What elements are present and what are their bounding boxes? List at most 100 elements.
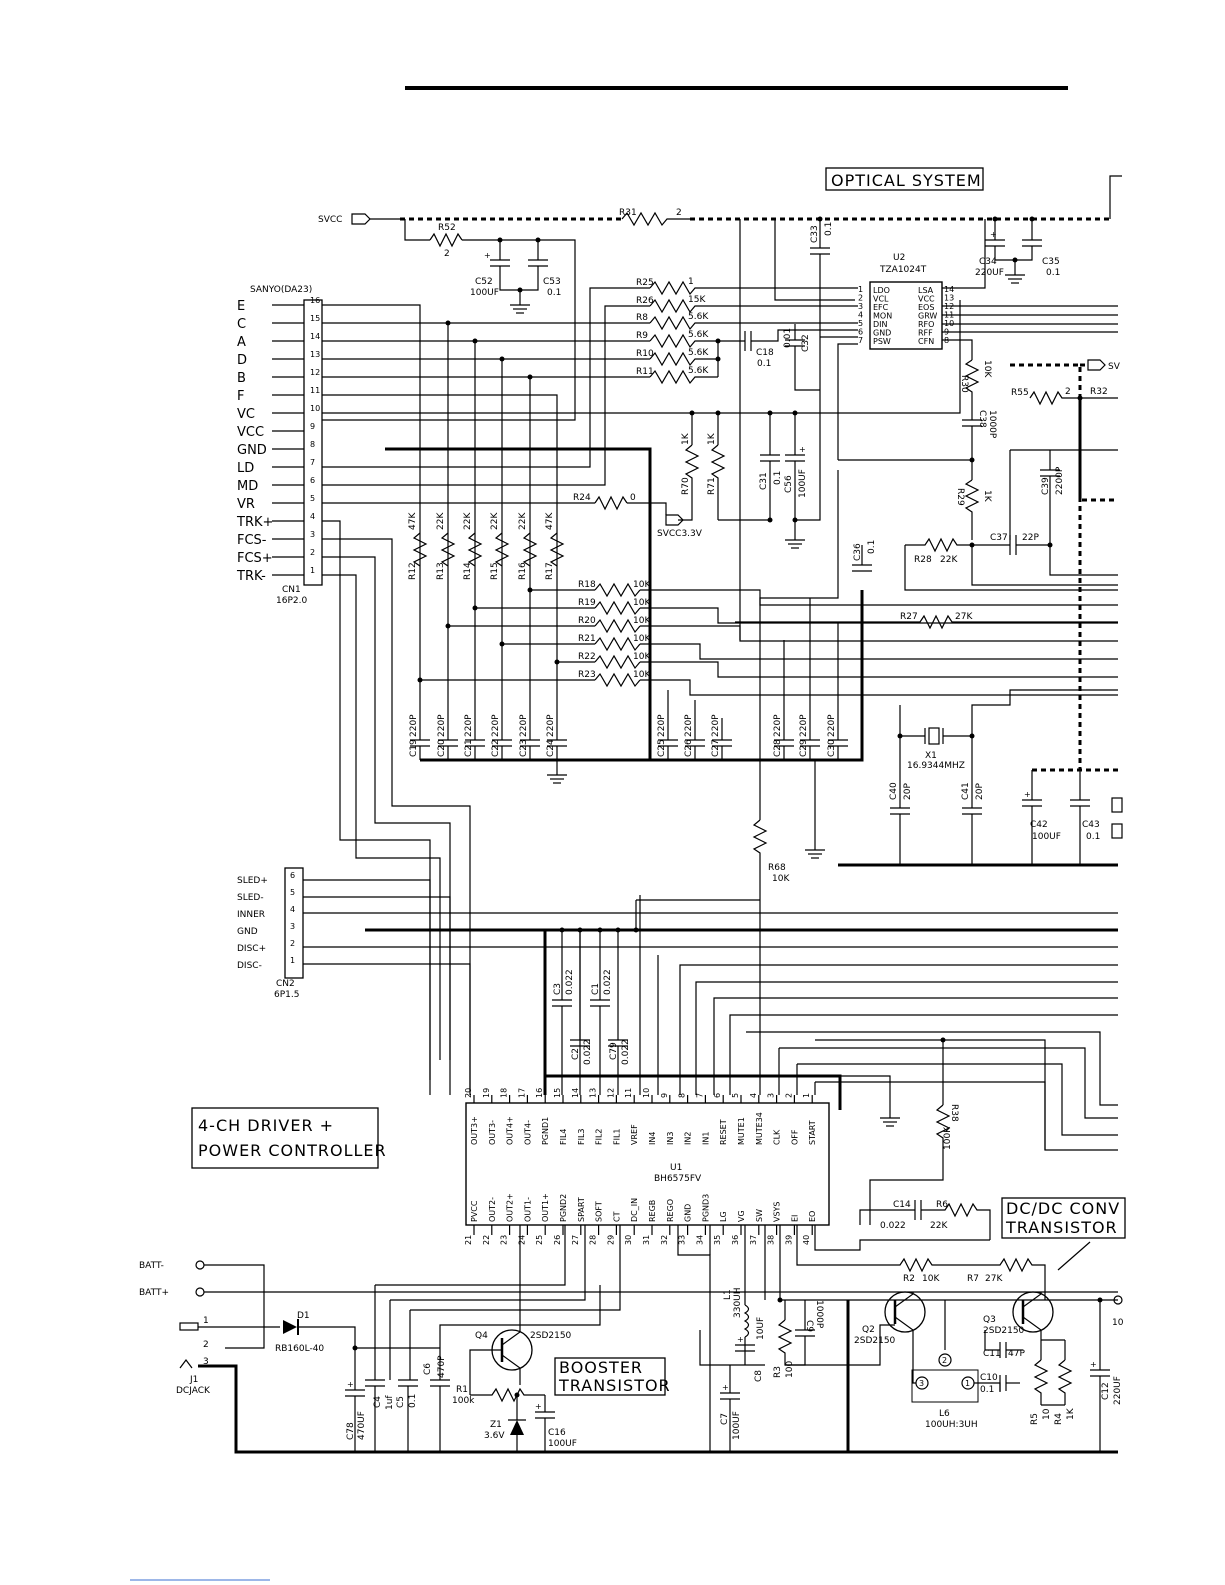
- u1-pin-number: 35: [713, 1235, 722, 1245]
- u1-pin-name: EI: [790, 1215, 799, 1222]
- svg-text:+: +: [1024, 790, 1031, 799]
- svg-text:Q2: Q2: [862, 1325, 875, 1335]
- resistor-r52: R52 2: [429, 223, 463, 259]
- u1-pin-number: 38: [767, 1235, 776, 1245]
- u1-pin-number: 31: [642, 1235, 651, 1245]
- capacitor-c31: C31 0.1: [759, 454, 783, 490]
- resistor-value: 10K: [633, 652, 651, 662]
- u1-pin-name: SW: [755, 1209, 764, 1222]
- transistor-q3: Q3 2SD2150: [983, 1291, 1054, 1340]
- capacitor-c2: C2 0.022: [570, 1039, 593, 1065]
- svg-text:0.1: 0.1: [824, 222, 834, 236]
- resistor-ref: R21: [578, 634, 596, 644]
- u1-pin-name: FIL3: [577, 1128, 586, 1145]
- svg-text:1: 1: [965, 1379, 970, 1388]
- u1-pin-name: VSYS: [773, 1201, 782, 1222]
- svg-text:+: +: [737, 1335, 744, 1344]
- svg-text:CN1: CN1: [282, 585, 301, 595]
- u1-pin-number: 23: [500, 1235, 509, 1245]
- resistor-r38: R38 100K: [935, 1104, 959, 1160]
- svg-text:470UF: 470UF: [357, 1411, 367, 1440]
- diode-d1: D1 RB160L-40: [275, 1311, 356, 1390]
- u1-pin-number: 21: [464, 1235, 473, 1245]
- zener-z1: Z1 3.6V: [484, 1395, 526, 1452]
- capacitor-ref: C30: [827, 739, 837, 757]
- svg-text:R28: R28: [914, 555, 932, 565]
- svg-text:R38: R38: [949, 1104, 959, 1122]
- u1-pin-name: OUT4+: [506, 1116, 515, 1145]
- u1-pin-name: OUT4-: [523, 1120, 532, 1145]
- inductor-l1: L1 330UH: [723, 1287, 750, 1338]
- u2-pin-number: 13: [944, 294, 954, 303]
- u1-pin-name: OUT2-: [488, 1197, 497, 1222]
- u1-pin-name: FIL2: [595, 1128, 604, 1145]
- svg-text:2200P: 2200P: [1055, 466, 1065, 495]
- connector-cn2: CN2 6P1.5 SLED+6SLED-5INNER4GND3DISC+2DI…: [237, 867, 304, 1000]
- cn1-pin-number: 15: [310, 314, 320, 323]
- resistor-r8: R8 5.6K: [636, 312, 858, 331]
- u2-pin-name: LSA: [918, 286, 934, 295]
- capacitor-c33: C33 0.1: [810, 222, 834, 255]
- svg-text:TZA1024T: TZA1024T: [879, 265, 927, 275]
- svg-text:R2: R2: [903, 1274, 915, 1284]
- u1-pin-number: 3: [767, 1093, 776, 1098]
- svg-text:C52: C52: [475, 277, 493, 287]
- svg-text:5.6K: 5.6K: [688, 348, 709, 358]
- resistor-value: 47K: [408, 512, 418, 530]
- capacitor-c10: C10 0.1: [980, 1373, 1020, 1395]
- resistor-r11: R11 5.6K: [636, 366, 718, 385]
- resistor-ref: R14: [463, 562, 473, 580]
- svg-text:470P: 470P: [437, 1355, 447, 1378]
- cn1-pin-number: 14: [310, 332, 320, 341]
- resistor-value: 22K: [518, 512, 528, 530]
- u1-pin-number: 19: [482, 1088, 491, 1098]
- u1-pin-number: 6: [713, 1093, 722, 1098]
- svg-text:CN2: CN2: [276, 979, 295, 989]
- resistor-r5: R5 10: [1030, 1359, 1052, 1425]
- svg-text:BOOSTER: BOOSTER: [559, 1358, 643, 1377]
- u1-pin-number: 9: [660, 1093, 669, 1098]
- capacitor-c42: + C42 100UF: [1022, 790, 1061, 842]
- svg-text:RB160L-40: RB160L-40: [275, 1344, 324, 1354]
- resistor-ref: R20: [578, 616, 596, 626]
- u2-pin-number: 5: [858, 319, 863, 328]
- cn2-pin-number: 2: [290, 939, 295, 948]
- capacitor-ref: C29: [799, 739, 809, 757]
- u1-pin-name: MUTE34: [755, 1112, 764, 1145]
- svg-text:C31: C31: [759, 472, 769, 490]
- u1-pin-number: 40: [802, 1235, 811, 1245]
- u1-pin-name: OUT1-: [523, 1197, 532, 1222]
- svg-text:C37: C37: [990, 533, 1008, 543]
- resistor-ref: R15: [490, 562, 500, 580]
- u1-pin-number: 18: [500, 1088, 509, 1098]
- u2-pin-name: VCL: [873, 295, 889, 304]
- svg-text:16.9344MHZ: 16.9344MHZ: [907, 761, 965, 771]
- svg-text:Q3: Q3: [983, 1315, 996, 1325]
- svg-text:R68: R68: [768, 863, 786, 873]
- resistor-r27: R27 27K: [735, 612, 1118, 630]
- u2-pin-number: 4: [858, 311, 863, 320]
- svg-text:10K: 10K: [982, 360, 992, 378]
- resistor-r68: R68 10K: [752, 819, 790, 1095]
- cn2-routing: [303, 879, 1118, 1095]
- svg-text:22K: 22K: [940, 555, 958, 565]
- resistor-value: 10K: [633, 580, 651, 590]
- svg-text:C35: C35: [1042, 257, 1060, 267]
- capacitor-c53: C53 0.1: [528, 259, 561, 298]
- u1-pin-name: START: [808, 1120, 817, 1145]
- cn1-pin-number: 13: [310, 350, 320, 359]
- svg-text:22P: 22P: [1022, 533, 1039, 543]
- capacitor-c79: C79 0.022: [608, 1039, 631, 1065]
- u1-pin-number: 26: [553, 1235, 562, 1245]
- svg-text:R27: R27: [900, 612, 918, 622]
- svg-text:10UF: 10UF: [756, 1317, 766, 1340]
- capacitor-c16: + C16 100UF: [535, 1402, 577, 1449]
- cn1-pin-number: 6: [310, 476, 315, 485]
- svg-text:R7: R7: [967, 1274, 979, 1284]
- resistor-r9: R9 5.6K: [636, 330, 718, 349]
- capacitor-c5: C5 0.1: [396, 1379, 418, 1408]
- svg-text:C40: C40: [889, 782, 899, 800]
- capacitor-value: 220P: [464, 714, 474, 737]
